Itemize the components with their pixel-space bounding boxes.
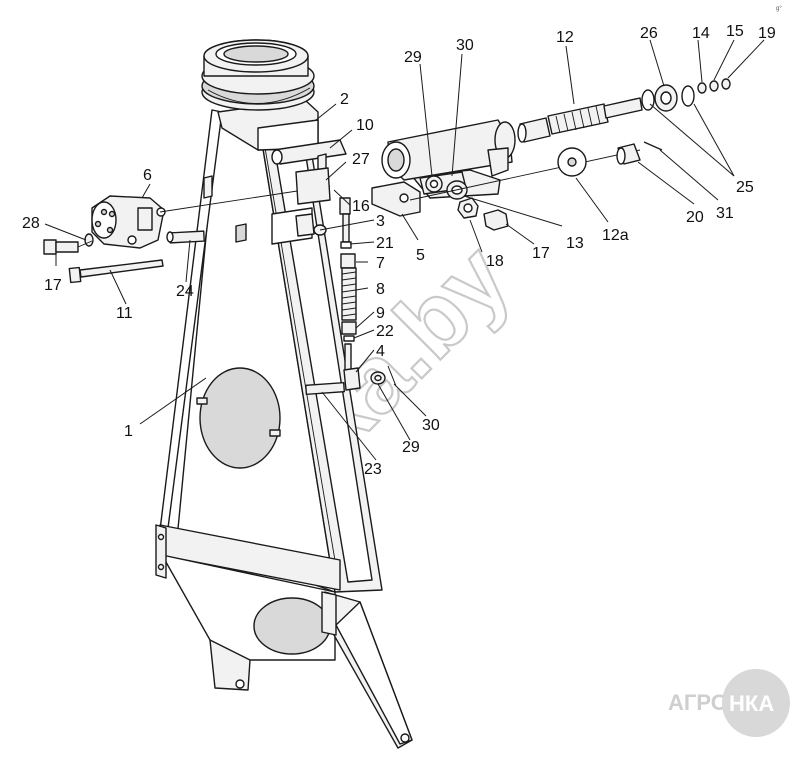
callout-16: 16 bbox=[352, 198, 370, 215]
washer-part-15 bbox=[709, 80, 719, 92]
callout-21: 21 bbox=[376, 235, 394, 252]
callout-22: 22 bbox=[376, 323, 394, 340]
disc-part-12a bbox=[557, 147, 587, 177]
pivot-arm-part-5 bbox=[371, 169, 501, 217]
callout-19: 19 bbox=[758, 25, 776, 42]
logo-text-right: НКА bbox=[729, 691, 774, 716]
tube-housing-part-13 bbox=[381, 119, 516, 181]
callout-30-lower: 30 bbox=[422, 417, 440, 434]
callout-24: 24 bbox=[176, 283, 194, 300]
callout-2: 2 bbox=[340, 91, 349, 108]
spring-tensioner-assembly bbox=[305, 197, 397, 396]
callout-25: 25 bbox=[736, 179, 754, 196]
callout-14: 14 bbox=[692, 25, 710, 42]
spring-part-8 bbox=[341, 267, 357, 321]
callout-7: 7 bbox=[376, 255, 385, 272]
logo-circle-icon bbox=[722, 669, 790, 737]
bolt-part-17-left bbox=[43, 233, 94, 255]
callout-10: 10 bbox=[356, 117, 374, 134]
callout-29-lower: 29 bbox=[402, 439, 420, 456]
callout-11: 11 bbox=[116, 305, 133, 322]
callout-26: 26 bbox=[640, 25, 658, 42]
cotter-pin-part-31 bbox=[643, 141, 663, 151]
callout-8: 8 bbox=[376, 281, 385, 298]
logo-text-left: АГРО bbox=[668, 690, 728, 715]
pin-part-24 bbox=[166, 230, 205, 244]
callout-5: 5 bbox=[416, 247, 425, 264]
hydraulic-motor-part-6 bbox=[91, 195, 166, 249]
bolt-part-17-right bbox=[483, 209, 509, 231]
callout-28: 28 bbox=[22, 215, 40, 232]
callout-20: 20 bbox=[686, 209, 704, 226]
callout-17-right: 17 bbox=[532, 245, 550, 262]
long-bolt-part-11 bbox=[68, 259, 164, 284]
callout-12: 12 bbox=[556, 29, 574, 46]
nut-part-18 bbox=[457, 197, 479, 219]
callout-6: 6 bbox=[143, 167, 152, 184]
callout-4: 4 bbox=[376, 343, 385, 360]
agro-nka-logo: АГРО НКА bbox=[668, 669, 790, 737]
callout-30-upper: 30 bbox=[456, 37, 474, 54]
corner-mark: g° bbox=[776, 6, 782, 12]
callout-31: 31 bbox=[716, 205, 734, 222]
bearing-part-26 bbox=[654, 84, 678, 112]
callout-15: 15 bbox=[726, 23, 744, 40]
callout-17-left: 17 bbox=[44, 277, 62, 294]
callout-9: 9 bbox=[376, 305, 385, 322]
callout-1: 1 bbox=[124, 423, 133, 440]
callout-27: 27 bbox=[352, 151, 370, 168]
nut-part-19 bbox=[721, 78, 731, 90]
washer-part-14 bbox=[697, 82, 707, 94]
callout-23: 23 bbox=[364, 461, 382, 478]
slewing-ring bbox=[201, 39, 315, 111]
leader-lines bbox=[44, 39, 765, 461]
hub-part-20 bbox=[616, 143, 641, 165]
callout-18: 18 bbox=[486, 253, 504, 270]
callout-12a: 12а bbox=[602, 227, 629, 244]
tube-axis bbox=[409, 149, 641, 201]
callout-29-upper: 29 bbox=[404, 49, 422, 66]
callout-3: 3 bbox=[376, 213, 385, 230]
shaft-part-10 bbox=[271, 139, 347, 205]
callout-13: 13 bbox=[566, 235, 584, 252]
callout-labels: 1 2 10 6 28 17 11 24 27 16 3 21 7 8 9 22… bbox=[22, 23, 776, 478]
auger-shaft-part-12 bbox=[517, 97, 643, 143]
bracket-part-3 bbox=[271, 207, 327, 245]
